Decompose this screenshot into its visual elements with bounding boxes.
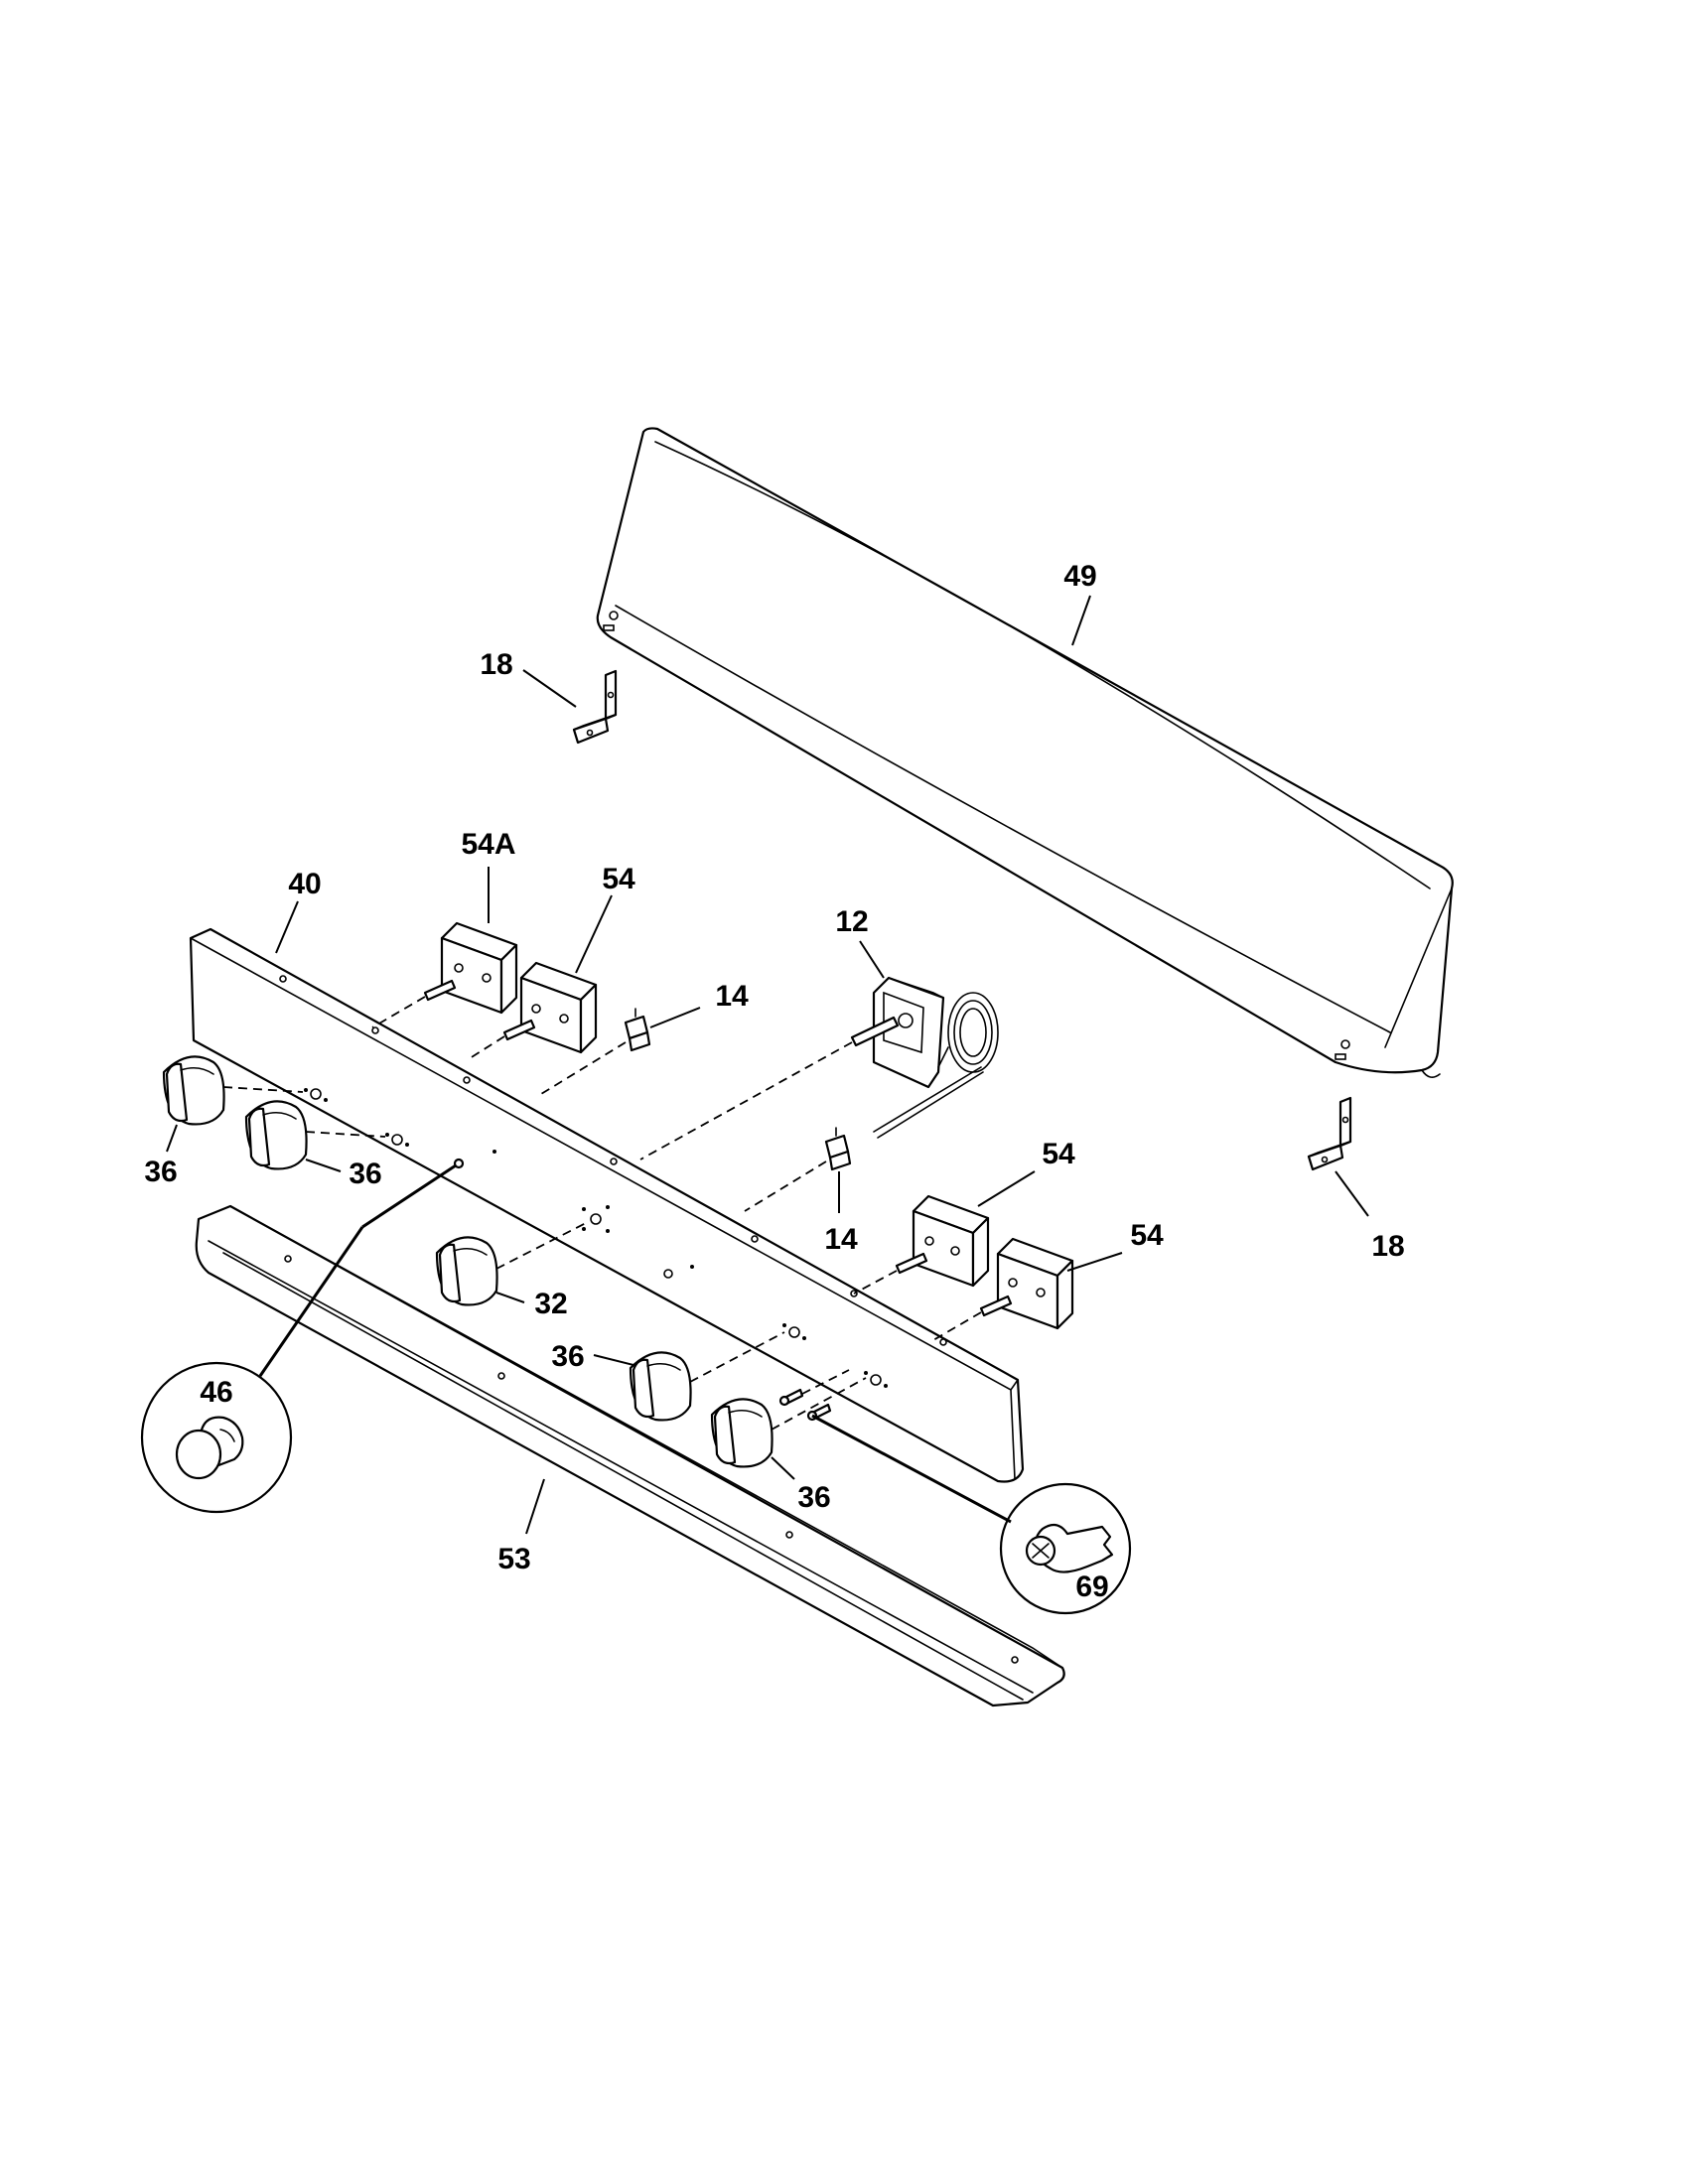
leader-46-b — [258, 1226, 364, 1377]
leader-49 — [1071, 595, 1091, 646]
leader-40 — [275, 900, 299, 954]
path-54A — [371, 996, 426, 1028]
path-54-middle — [853, 1270, 898, 1295]
infinite-switch-54-middle — [895, 1194, 990, 1288]
leader-36-d — [771, 1456, 795, 1480]
leader-18-left — [522, 669, 577, 708]
leader-14-upper — [649, 1007, 701, 1028]
leader-36-b — [305, 1159, 342, 1172]
leader-46 — [361, 1161, 460, 1229]
path-knob-36-a — [222, 1086, 304, 1093]
callout-14-lower: 14 — [824, 1223, 858, 1256]
backguard-panel-49 — [596, 427, 1454, 1078]
callout-46: 46 — [200, 1376, 232, 1409]
callout-18-right: 18 — [1371, 1230, 1404, 1263]
leader-54-middle — [977, 1170, 1036, 1207]
control-knob-32 — [435, 1236, 498, 1306]
path-knob-36-c — [689, 1331, 785, 1383]
leader-36-c — [593, 1354, 634, 1366]
callout-12: 12 — [835, 905, 868, 938]
callout-18-left: 18 — [480, 648, 512, 681]
indicator-light-14-lower — [824, 1127, 852, 1171]
infinite-switch-54A — [423, 921, 518, 1015]
leader-54-lower — [1066, 1252, 1123, 1272]
infinite-switch-54-upper — [502, 961, 598, 1054]
bracket-18-right — [1307, 1096, 1352, 1171]
control-knob-36-a — [162, 1055, 225, 1126]
callout-36-d: 36 — [797, 1481, 830, 1514]
leader-36-a — [166, 1124, 178, 1153]
callout-49: 49 — [1063, 560, 1096, 593]
control-knob-36-b — [244, 1100, 308, 1170]
leader-18-right — [1335, 1170, 1369, 1217]
thermostat-12 — [850, 976, 999, 1139]
detail-circle-69 — [999, 1482, 1132, 1615]
control-panel-40 — [189, 927, 1025, 1483]
leader-53 — [525, 1478, 545, 1535]
button-46-on-panel — [453, 1158, 465, 1169]
screws-69 — [778, 1388, 832, 1422]
leader-12 — [859, 940, 885, 979]
leader-54-upper — [575, 894, 613, 974]
trim-strip-53 — [195, 1204, 1065, 1707]
path-54-lower — [932, 1311, 982, 1341]
indicator-light-14-upper — [624, 1008, 651, 1052]
control-knob-36-c — [629, 1351, 692, 1422]
callout-36-c: 36 — [551, 1340, 584, 1373]
bracket-18-left — [572, 669, 618, 745]
callout-36-b: 36 — [349, 1158, 381, 1190]
callout-69: 69 — [1075, 1570, 1108, 1603]
leader-32 — [495, 1292, 525, 1303]
callout-36-a: 36 — [144, 1156, 177, 1188]
path-knob-36-d — [771, 1377, 867, 1431]
callout-54-middle: 54 — [1042, 1138, 1075, 1170]
path-knob-32 — [495, 1222, 587, 1270]
callout-53: 53 — [497, 1543, 530, 1575]
path-14-lower — [744, 1160, 827, 1212]
path-54-upper — [466, 1035, 505, 1061]
infinite-switch-54-lower — [979, 1237, 1074, 1330]
detail-circle-46 — [140, 1361, 293, 1514]
path-screws — [801, 1369, 850, 1395]
path-12 — [639, 1041, 853, 1160]
control-knob-36-d — [710, 1398, 774, 1468]
path-knob-36-b — [305, 1131, 386, 1138]
callout-40: 40 — [288, 868, 321, 900]
leader-69 — [811, 1414, 1012, 1524]
callout-32: 32 — [534, 1288, 567, 1320]
callout-54-lower: 54 — [1130, 1219, 1164, 1252]
callout-54-upper: 54 — [602, 863, 635, 895]
callout-54A: 54A — [461, 828, 515, 861]
path-14-upper — [540, 1041, 627, 1095]
callout-14-upper: 14 — [715, 980, 749, 1013]
